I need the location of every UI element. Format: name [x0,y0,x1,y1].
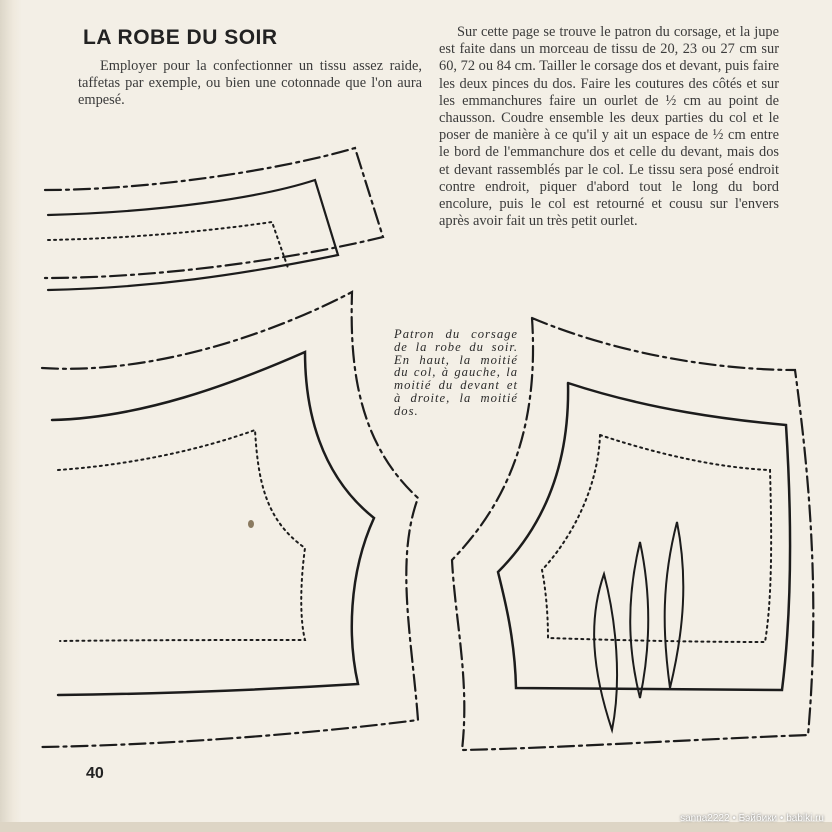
back-seam-line [540,434,773,644]
back-outline [496,381,792,692]
back-bodice-pattern [450,316,815,752]
fabric-stain [248,520,254,528]
page-number: 40 [86,765,104,782]
pattern-caption: Patron du corsage de la robe du soir. En… [394,327,518,418]
collar-outline [46,178,340,292]
back-dart-2 [629,541,650,699]
collar-cut-line [43,146,385,280]
collar-seam-line [47,220,289,269]
page-bottom-edge [0,822,832,832]
front-bodice-pattern [40,290,420,749]
watermark: sanna2222 • Бэйбики • babiki.ru [680,813,824,824]
back-dart-1 [593,570,619,734]
page-title: LA ROBE DU SOIR [83,26,278,49]
intro-paragraph: Employer pour la confectionner un tissu … [78,58,422,109]
front-outline [50,350,376,697]
front-seam-line [57,428,307,642]
page-gutter [0,0,22,832]
instructions-paragraph: Sur cette page se trouve le patron du co… [439,24,779,230]
front-cut-line [40,290,420,749]
collar-pattern [43,146,385,292]
back-cut-line [450,316,815,752]
back-dart-3 [663,521,685,689]
